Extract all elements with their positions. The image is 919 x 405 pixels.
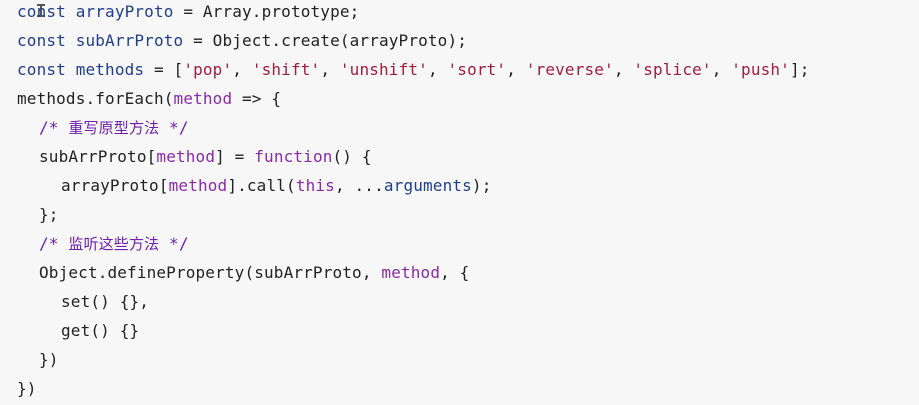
comment-open: /*	[39, 234, 69, 253]
comment-open: /*	[39, 118, 69, 137]
code-text: () {	[332, 147, 372, 166]
code-text: ];	[789, 60, 810, 79]
code-line-3[interactable]: const methods = ['pop', 'shift', 'unshif…	[17, 55, 917, 84]
string-literal: 'splice'	[633, 60, 712, 79]
keyword-function: function	[254, 147, 333, 166]
code-text: set() {},	[61, 292, 150, 311]
code-text: subArrProto[	[39, 147, 157, 166]
identifier-subArrProto: subArrProto	[65, 31, 184, 50]
code-line-12[interactable]: get() {}	[17, 316, 917, 345]
code-text: methods.forEach(	[17, 89, 174, 108]
code-line-14[interactable]: })	[17, 374, 917, 403]
keyword-const: const	[17, 60, 66, 79]
code-text: Object.defineProperty(subArrProto,	[39, 263, 382, 282]
string-literal: 'unshift'	[339, 60, 428, 79]
code-line-4[interactable]: methods.forEach(method => {	[17, 84, 917, 113]
code-text: ,	[613, 60, 634, 79]
code-text: };	[39, 205, 59, 224]
parameter-method: method	[173, 89, 233, 108]
code-text: => {	[232, 89, 282, 108]
comment-text: 监听这些方法	[68, 235, 160, 253]
code-text: = [	[144, 60, 184, 79]
code-line-1[interactable]: const arrayProto = Array.prototype;	[17, 0, 917, 26]
code-text: ,	[427, 60, 448, 79]
code-text: get() {}	[61, 321, 140, 340]
code-text: ,	[711, 60, 732, 79]
code-text: ,	[506, 60, 526, 79]
code-text: ] =	[215, 147, 255, 166]
code-text: arrayProto[	[61, 176, 169, 195]
text-cursor-icon	[37, 4, 45, 17]
keyword-arguments: arguments	[383, 176, 472, 195]
string-literal: 'shift'	[251, 60, 321, 79]
code-text: ,	[320, 60, 340, 79]
code-line-6[interactable]: subArrProto[method] = function() {	[17, 142, 917, 171]
comment-text: 重写原型方法	[68, 119, 160, 137]
code-text: })	[17, 379, 37, 398]
string-literal: 'pop'	[183, 60, 233, 79]
keyword-this: this	[295, 176, 335, 195]
parameter-method: method	[168, 176, 228, 195]
code-line-8[interactable]: };	[17, 200, 917, 229]
string-literal: 'push'	[731, 60, 790, 79]
parameter-method: method	[156, 147, 216, 166]
string-literal: 'sort'	[447, 60, 507, 79]
identifier-methods: methods	[65, 60, 145, 79]
code-text: );	[471, 176, 492, 195]
code-text: })	[39, 350, 59, 369]
code-text: = Array.prototype;	[173, 2, 360, 21]
code-line-13[interactable]: })	[17, 345, 917, 374]
code-line-7[interactable]: arrayProto[method].call(this, ...argumen…	[17, 171, 917, 200]
keyword-const: const	[17, 31, 66, 50]
code-line-11[interactable]: set() {},	[17, 287, 917, 316]
code-line-5[interactable]: /* 重写原型方法 */	[17, 113, 917, 142]
comment-close: */	[159, 234, 189, 253]
string-literal: 'reverse'	[525, 60, 614, 79]
code-line-2[interactable]: const subArrProto = Object.create(arrayP…	[17, 26, 917, 55]
code-block[interactable]: const arrayProto = Array.prototype; cons…	[17, 0, 917, 403]
code-text: , {	[440, 263, 470, 282]
code-text: , ...	[334, 176, 384, 195]
comment-close: */	[159, 118, 189, 137]
keyword-const: const	[17, 2, 66, 21]
code-text: ,	[232, 60, 252, 79]
parameter-method: method	[381, 263, 441, 282]
code-line-9[interactable]: /* 监听这些方法 */	[17, 229, 917, 258]
code-line-10[interactable]: Object.defineProperty(subArrProto, metho…	[17, 258, 917, 287]
code-text: = Object.create(arrayProto);	[183, 31, 468, 50]
code-text: ].call(	[227, 176, 296, 195]
identifier-arrayProto: arrayProto	[65, 2, 174, 21]
